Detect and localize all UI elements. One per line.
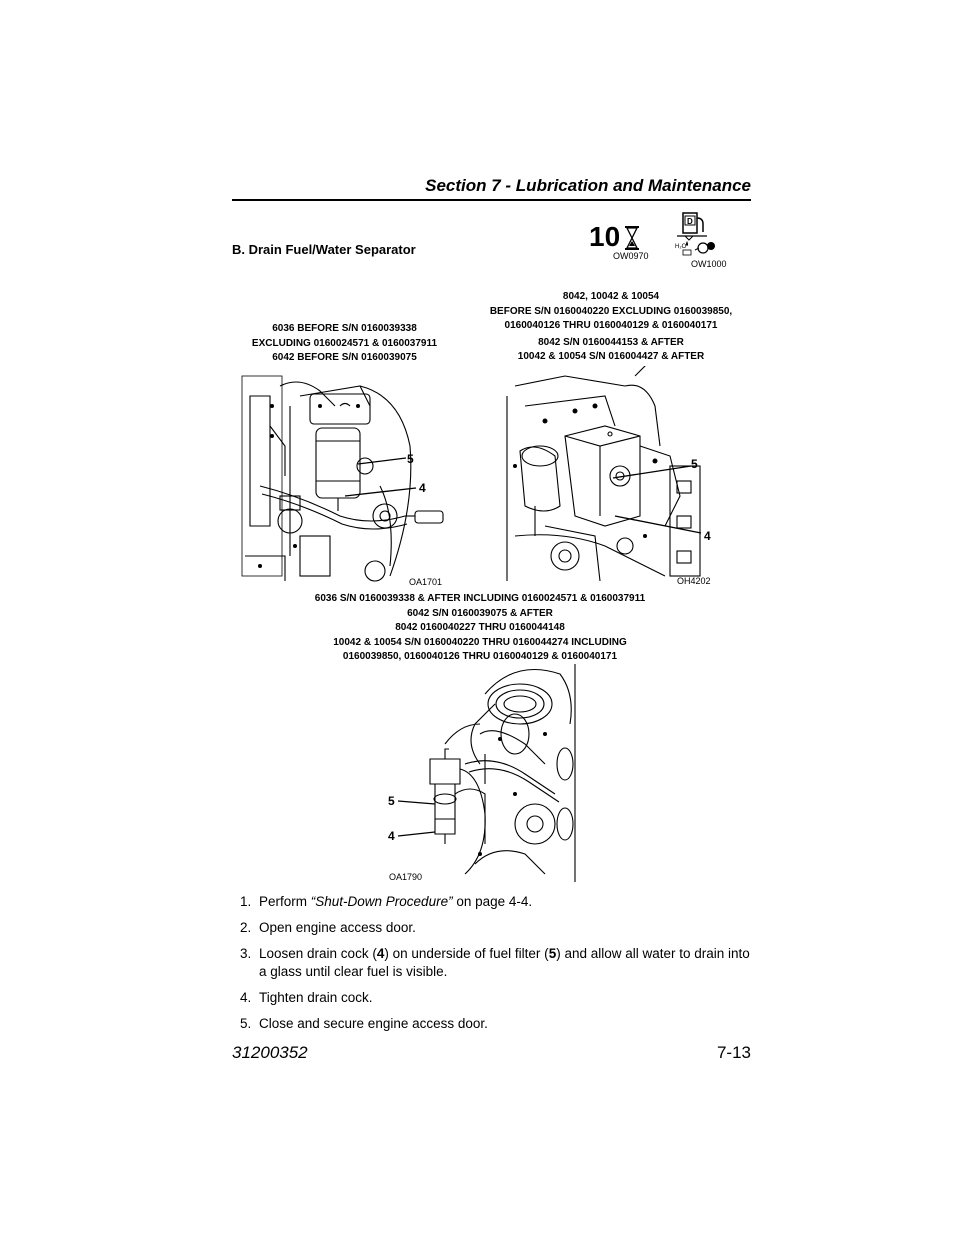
svg-text:H₂O: H₂O	[675, 244, 687, 250]
step-1: 1. Perform “Shut-Down Procedure” on page…	[240, 894, 533, 909]
figure-3-code: OA1790	[389, 872, 423, 882]
caption-line: 6036 S/N 0160039338 & AFTER INCLUDING 01…	[314, 593, 646, 604]
interval-code: OW0970	[613, 251, 649, 261]
step-5: 5. Close and secure engine access door.	[240, 1016, 488, 1031]
caption-line: 10042 & 10054 S/N 0160040220 THRU 016004…	[333, 636, 627, 648]
caption-line: 10042 & 10054 S/N 016004427 & AFTER	[517, 351, 705, 362]
step-4: 4. Tighten drain cock.	[240, 990, 373, 1005]
fuel-water-separator-icon: D H₂O	[675, 212, 715, 256]
figure-2-code: OH4202	[677, 576, 711, 586]
figure-1-code: OA1701	[409, 577, 443, 587]
page-number: 7-13	[716, 1043, 751, 1062]
procedure-steps: 1. Perform “Shut-Down Procedure” on page…	[240, 893, 755, 1041]
task-code: OW1000	[691, 259, 727, 269]
figure-3-callout-4: 4	[388, 829, 395, 843]
procedure-title: B. Drain Fuel/Water Separator	[232, 242, 416, 257]
header-rule	[232, 199, 751, 201]
caption-line: 8042 0160040227 THRU 0160044148	[395, 622, 565, 633]
figure-2-caption: 8042, 10042 & 10054 BEFORE S/N 016004022…	[458, 290, 764, 365]
engine-figure-3	[397, 664, 576, 882]
cross-reference-link: “Shut-Down Procedure”	[310, 894, 453, 909]
caption-line: 8042 S/N 0160044153 & AFTER	[538, 336, 684, 348]
figure-1-callout-4: 4	[419, 481, 426, 495]
step-3: 3. Loosen drain cock (4) on underside of…	[240, 946, 750, 979]
caption-line: 0160039850, 0160040126 THRU 0160040129 &…	[342, 651, 618, 662]
caption-line: BEFORE S/N 0160040220 EXCLUDING 01600398…	[489, 305, 733, 317]
engine-figure-2	[506, 366, 702, 582]
hourglass-icon	[625, 226, 639, 250]
figure-3-callout-5: 5	[388, 794, 395, 808]
document-number: 31200352	[232, 1043, 308, 1062]
caption-line: 0160040126 THRU 0160040129 & 0160040171	[504, 320, 718, 331]
svg-text:D: D	[687, 217, 693, 226]
figure-1-caption: 6036 BEFORE S/N 0160039338 EXCLUDING 016…	[232, 322, 457, 366]
section-title: Section 7 - Lubrication and Maintenance	[425, 176, 751, 195]
caption-line: 6042 BEFORE S/N 0160039075	[272, 352, 417, 363]
caption-line: EXCLUDING 0160024571 & 0160037911	[251, 337, 438, 349]
engine-figure-1	[241, 375, 444, 582]
figure-3-caption: 6036 S/N 0160039338 & AFTER INCLUDING 01…	[280, 592, 680, 665]
caption-line: 6036 BEFORE S/N 0160039338	[272, 323, 417, 334]
caption-line: 6042 S/N 0160039075 & AFTER	[407, 607, 553, 619]
interval-value: 10	[589, 221, 621, 252]
caption-line: 8042, 10042 & 10054	[562, 291, 660, 302]
figure-2-callout-4: 4	[704, 529, 711, 543]
figure-1-callout-5: 5	[407, 452, 414, 466]
figure-2-callout-5: 5	[691, 457, 698, 471]
step-2: 2. Open engine access door.	[240, 920, 416, 935]
